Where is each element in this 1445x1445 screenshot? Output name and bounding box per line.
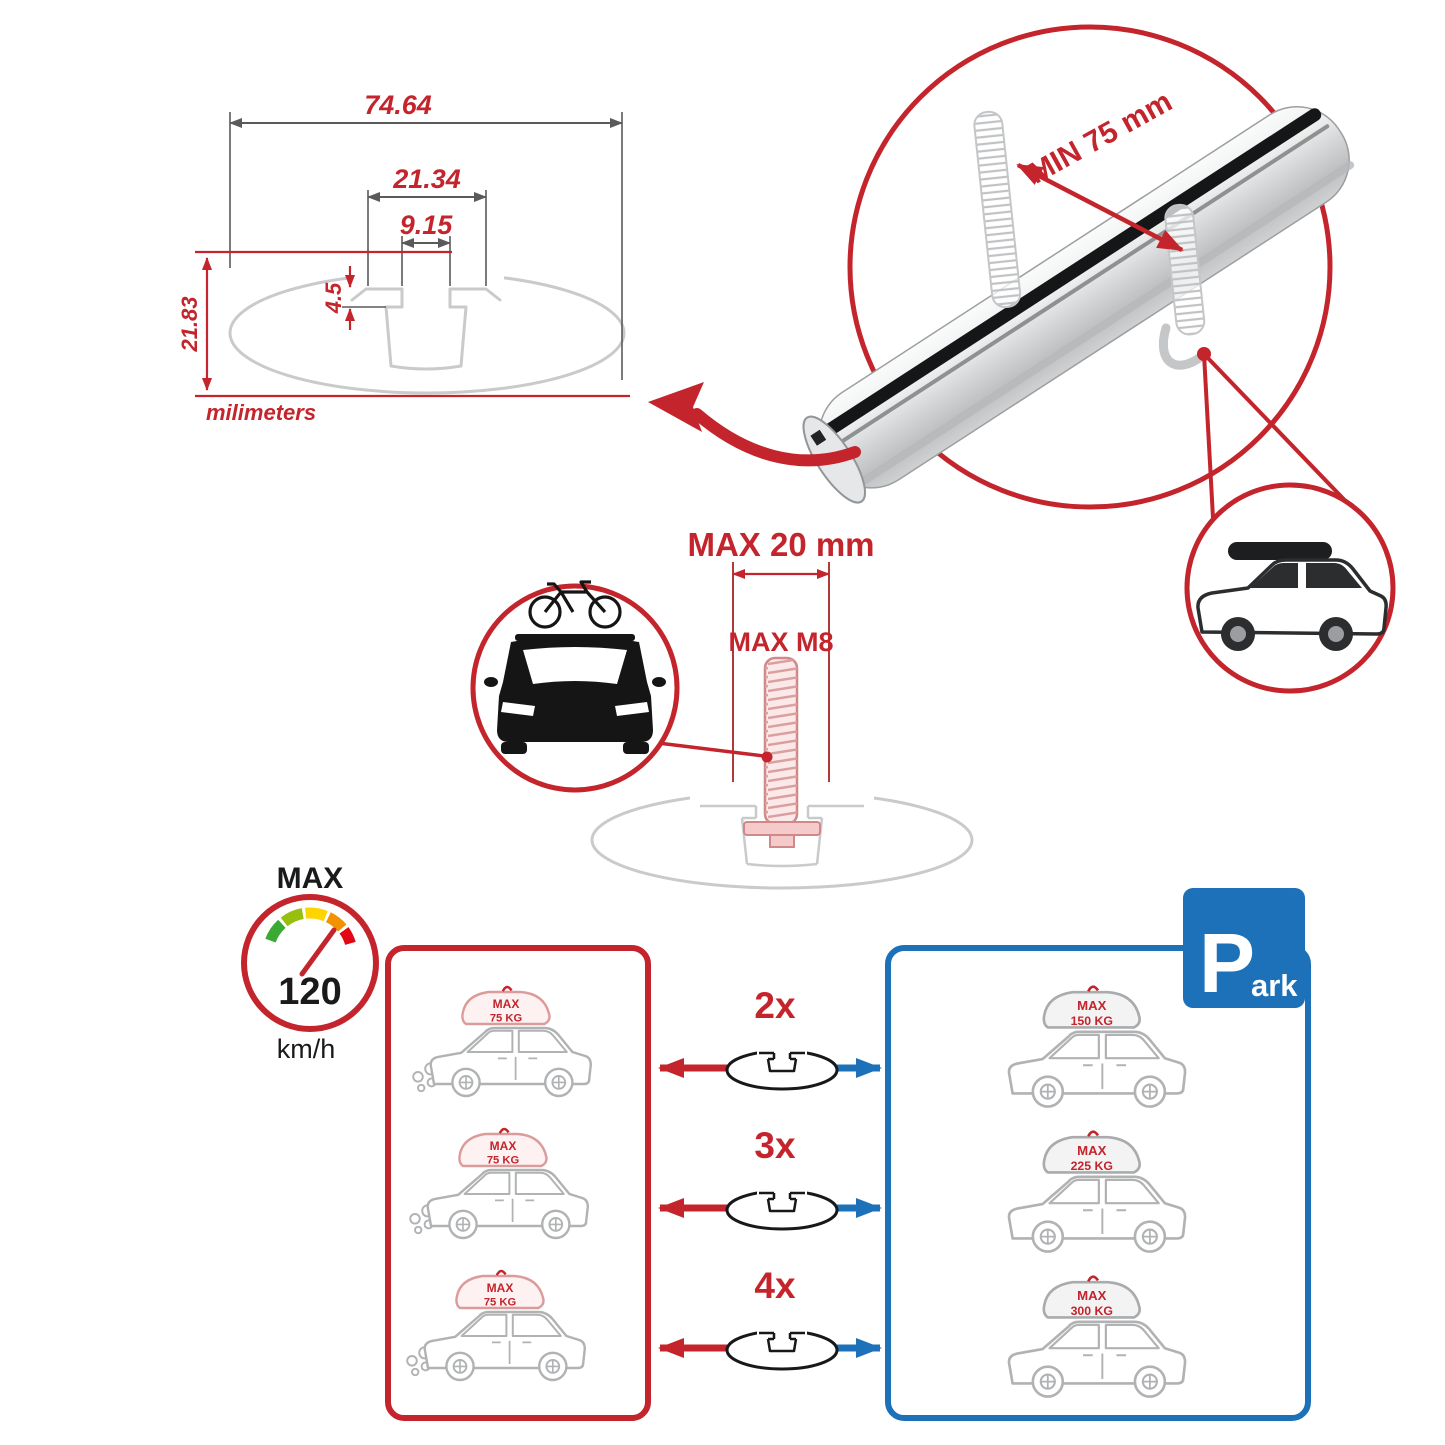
svg-text:300 KG: 300 KG bbox=[1071, 1304, 1113, 1318]
speed-max-label: MAX bbox=[277, 862, 344, 895]
park-sign-suffix: ark bbox=[1251, 968, 1298, 1003]
dim-lip-depth-label: 4.5 bbox=[321, 282, 346, 314]
car-roofbox-150: MAX 150 KG bbox=[1007, 985, 1187, 1108]
dim-flange-width: 21.34 bbox=[367, 164, 487, 286]
svg-text:225 KG: 225 KG bbox=[1071, 1159, 1113, 1173]
suv-with-roofbox-illustration bbox=[1196, 542, 1388, 651]
multiplier-row-4x: 4x bbox=[658, 1265, 882, 1371]
svg-text:MAX: MAX bbox=[1077, 998, 1107, 1013]
svg-text:MAX: MAX bbox=[1077, 1143, 1107, 1158]
bike-car-circle bbox=[470, 580, 773, 793]
svg-text:3x: 3x bbox=[754, 1125, 796, 1166]
svg-text:75 KG: 75 KG bbox=[484, 1297, 517, 1309]
dim-unit-label: milimeters bbox=[206, 400, 316, 425]
multiplier-row-2x: 2x bbox=[658, 985, 882, 1091]
park-sign: P ark bbox=[1183, 888, 1305, 1010]
car-front-with-bike-illustration bbox=[484, 580, 666, 754]
speed-unit: km/h bbox=[277, 1034, 336, 1064]
gauge-needle bbox=[299, 927, 337, 977]
svg-text:75 KG: 75 KG bbox=[487, 1155, 520, 1167]
svg-text:MAX: MAX bbox=[487, 1281, 514, 1295]
dim-total-height: 21.83 bbox=[177, 250, 630, 398]
dim-total-width: 74.64 bbox=[229, 90, 623, 380]
car-roofbox-75-3: MAX 75 KG bbox=[406, 1269, 586, 1382]
car-roofbox-75-1: MAX 75 KG bbox=[412, 985, 592, 1098]
svg-text:4x: 4x bbox=[754, 1265, 796, 1306]
crossbar-detail-circle: MIN 75 mm bbox=[802, 24, 1360, 519]
capacity-panel-blue: MAX 150 KG MAX 225 KG MAX 300 KG P ark bbox=[885, 888, 1311, 1421]
dim-flange-width-label: 21.34 bbox=[392, 164, 461, 194]
car-roofbox-300: MAX 300 KG bbox=[1007, 1275, 1187, 1398]
dim-slot-width-label: 9.15 bbox=[400, 210, 454, 240]
pointer-arrow-to-diagram bbox=[648, 382, 861, 467]
dim-total-width-label: 74.64 bbox=[364, 90, 432, 120]
bicycle-icon bbox=[528, 580, 622, 629]
roofbox-car-circle bbox=[1184, 482, 1396, 694]
max-thread-label: MAX M8 bbox=[728, 627, 833, 657]
car-roofbox-75-2: MAX 75 KG bbox=[409, 1127, 589, 1240]
crossbar-profile-icon bbox=[725, 1184, 839, 1231]
speed-value: 120 bbox=[278, 971, 341, 1013]
clamp-post-front bbox=[973, 110, 1022, 309]
svg-text:MAX: MAX bbox=[490, 1139, 517, 1153]
profile-cross-section bbox=[228, 266, 626, 395]
multiplier-column: 2x 3x 4x bbox=[658, 985, 882, 1371]
svg-text:2x: 2x bbox=[754, 985, 796, 1026]
multiplier-row-3x: 3x bbox=[658, 1125, 882, 1231]
car-roofbox-225: MAX 225 KG bbox=[1007, 1130, 1187, 1253]
svg-text:150 KG: 150 KG bbox=[1071, 1014, 1113, 1028]
svg-text:MAX: MAX bbox=[1077, 1288, 1107, 1303]
svg-text:MAX: MAX bbox=[493, 997, 520, 1011]
bolt-dimension-section: MAX 20 mm MAX M8 bbox=[590, 526, 974, 890]
profile-dimension-diagram: 74.64 21.34 9.15 4.5 21.83 milimeters bbox=[177, 90, 630, 425]
dim-slot-width: 9.15 bbox=[400, 210, 454, 286]
gauge-arc bbox=[265, 907, 356, 946]
dim-lip-depth: 4.5 bbox=[321, 266, 386, 330]
crossbar-profile-icon bbox=[725, 1324, 839, 1371]
bolt-illustration bbox=[743, 656, 821, 848]
park-sign-letter: P bbox=[1199, 916, 1255, 1010]
capacity-panel-red: MAX 75 KG MAX 75 KG MAX 75 KG bbox=[385, 945, 651, 1421]
roofbox-icon bbox=[1228, 542, 1332, 560]
max-length-label: MAX 20 mm bbox=[687, 526, 874, 563]
clamp-hook bbox=[1158, 323, 1207, 370]
speed-limit-gauge: MAX 120 km/h bbox=[241, 862, 379, 1064]
dim-total-height-label: 21.83 bbox=[177, 296, 202, 352]
svg-text:75 KG: 75 KG bbox=[490, 1013, 523, 1025]
crossbar-profile-icon bbox=[725, 1044, 839, 1091]
aluminum-crossbar bbox=[802, 105, 1355, 504]
